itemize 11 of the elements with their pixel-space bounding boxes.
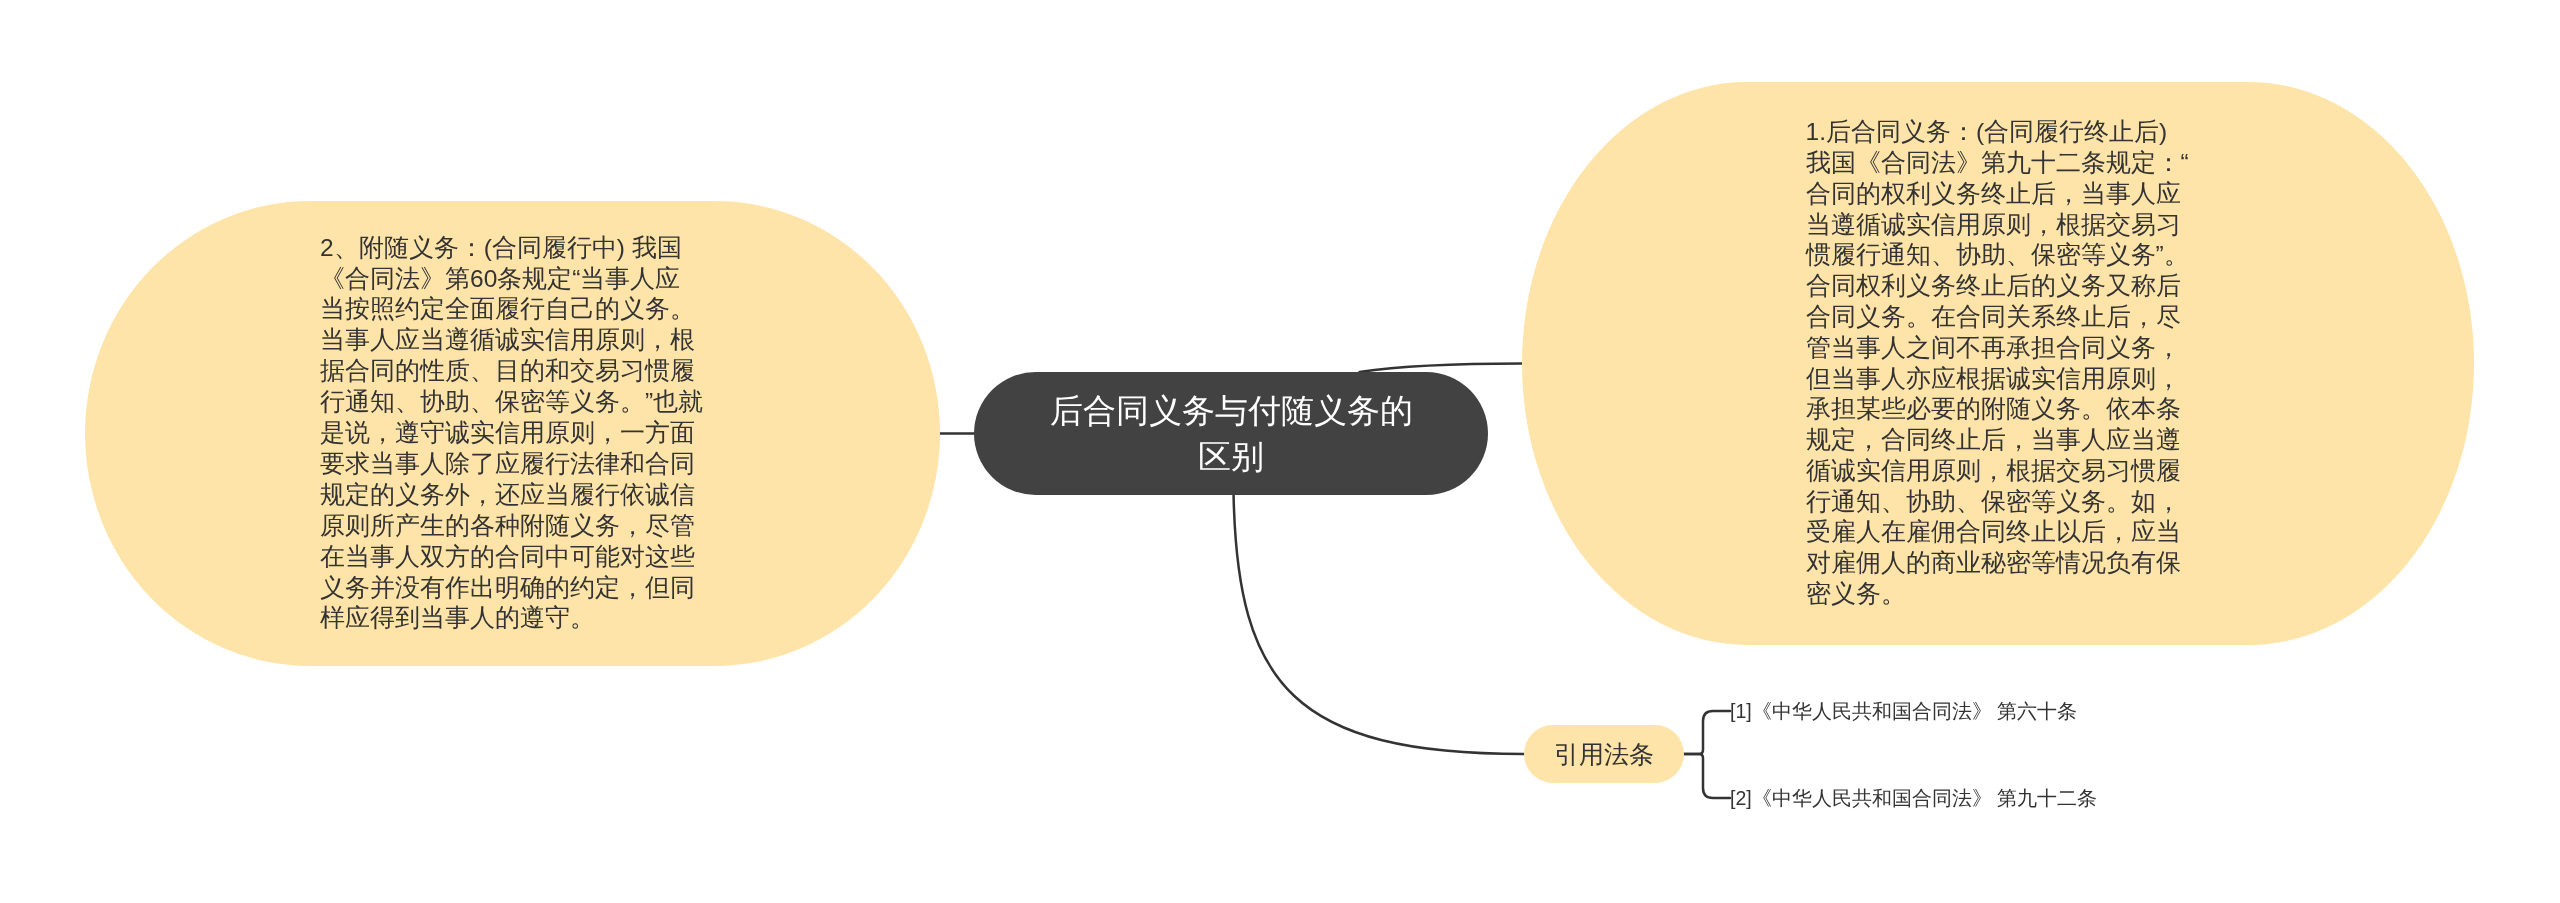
node-text: 2、附随义务：(合同履行中) 我国《合同法》第60条规定“当事人应当按照约定全面履行自己的义务。当事人应当遵循诚实信用原则，根据合同的性质、目的和交易习惯履行通知、协助、保密等义务。”也就是说，遵守诚实信用原则，一方面要求当事人除了应履行法律和合同规定的义务外，还应当履行依诚信原则所产生的各种附随义务，尽管在当事人双方的合同中可能对这些义务并没有作出明确的约定，但同样应得到当事人的遵守。 (320, 232, 705, 634)
reference-text: [2]《中华人民共和国合同法》 第九十二条 (1730, 780, 2130, 816)
connector-line (1232, 493, 1526, 756)
connector-line (1358, 362, 1524, 374)
reference-text: [1]《中华人民共和国合同法》 第六十条 (1730, 693, 2110, 729)
node-text: 引用法条 (1553, 739, 1655, 769)
connector-line (938, 432, 976, 435)
node-text: 1.后合同义务：(合同履行终止后)我国《合同法》第九十二条规定：“合同的权利义务终止后，当事人应当遵循诚实信用原则，根据交易习惯履行通知、协助、保密等义务”。合同权利义务终止后的义务又称后合同义务。在合同关系终止后，尽管当事人之间不再承担合同义务，但当事人亦应根据诚实信用原则，承担某些必要的附随义务。依本条规定，合同终止后，当事人应当遵循诚实信用原则，根据交易习惯履行通知、协助、保密等义务。如，受雇人在雇佣合同终止以后，应当对雇佣人的商业秘密等情况负有保密义务。 (1805, 117, 2190, 610)
subtopic-pill (1524, 725, 1684, 783)
connector-line (1682, 752, 1732, 800)
node-text: 后合同义务与付随义务的区别 (1048, 390, 1414, 477)
